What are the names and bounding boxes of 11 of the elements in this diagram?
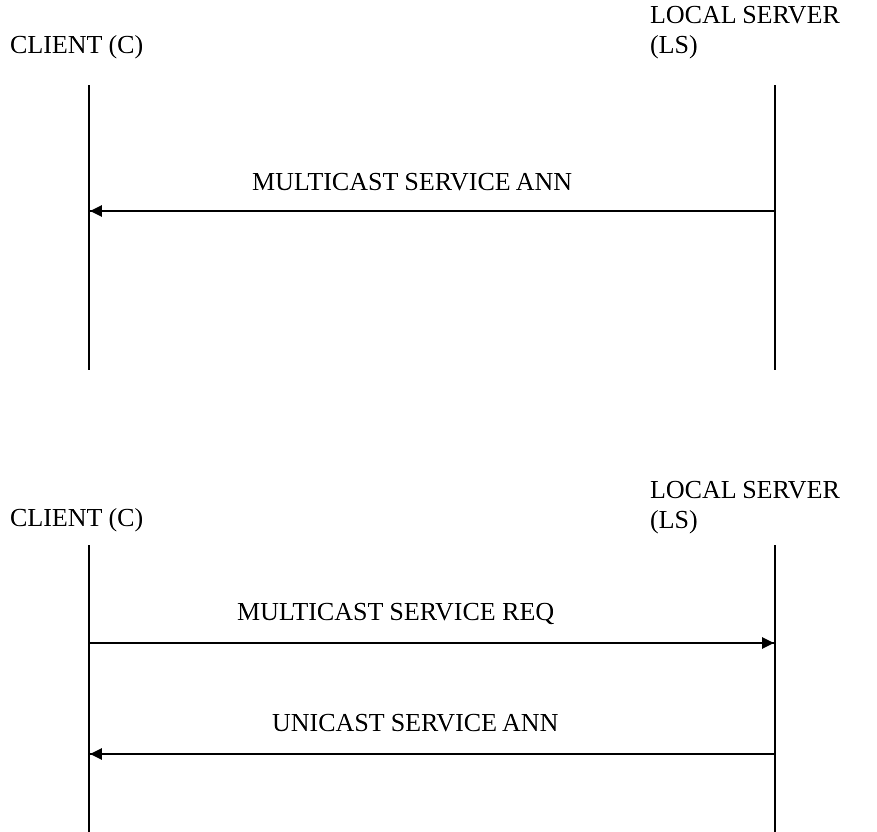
lifeline <box>774 85 776 370</box>
message-arrow <box>90 637 774 649</box>
lifeline-label: LOCAL SERVER (LS) <box>650 475 870 535</box>
lifeline <box>88 85 90 370</box>
message-arrow <box>90 748 774 760</box>
lifeline-label: CLIENT (C) <box>10 30 210 60</box>
lifeline-label: LOCAL SERVER (LS) <box>650 0 870 60</box>
message-arrow <box>90 205 774 217</box>
lifeline-label: CLIENT (C) <box>10 503 210 533</box>
lifeline <box>88 545 90 832</box>
lifeline <box>774 545 776 832</box>
